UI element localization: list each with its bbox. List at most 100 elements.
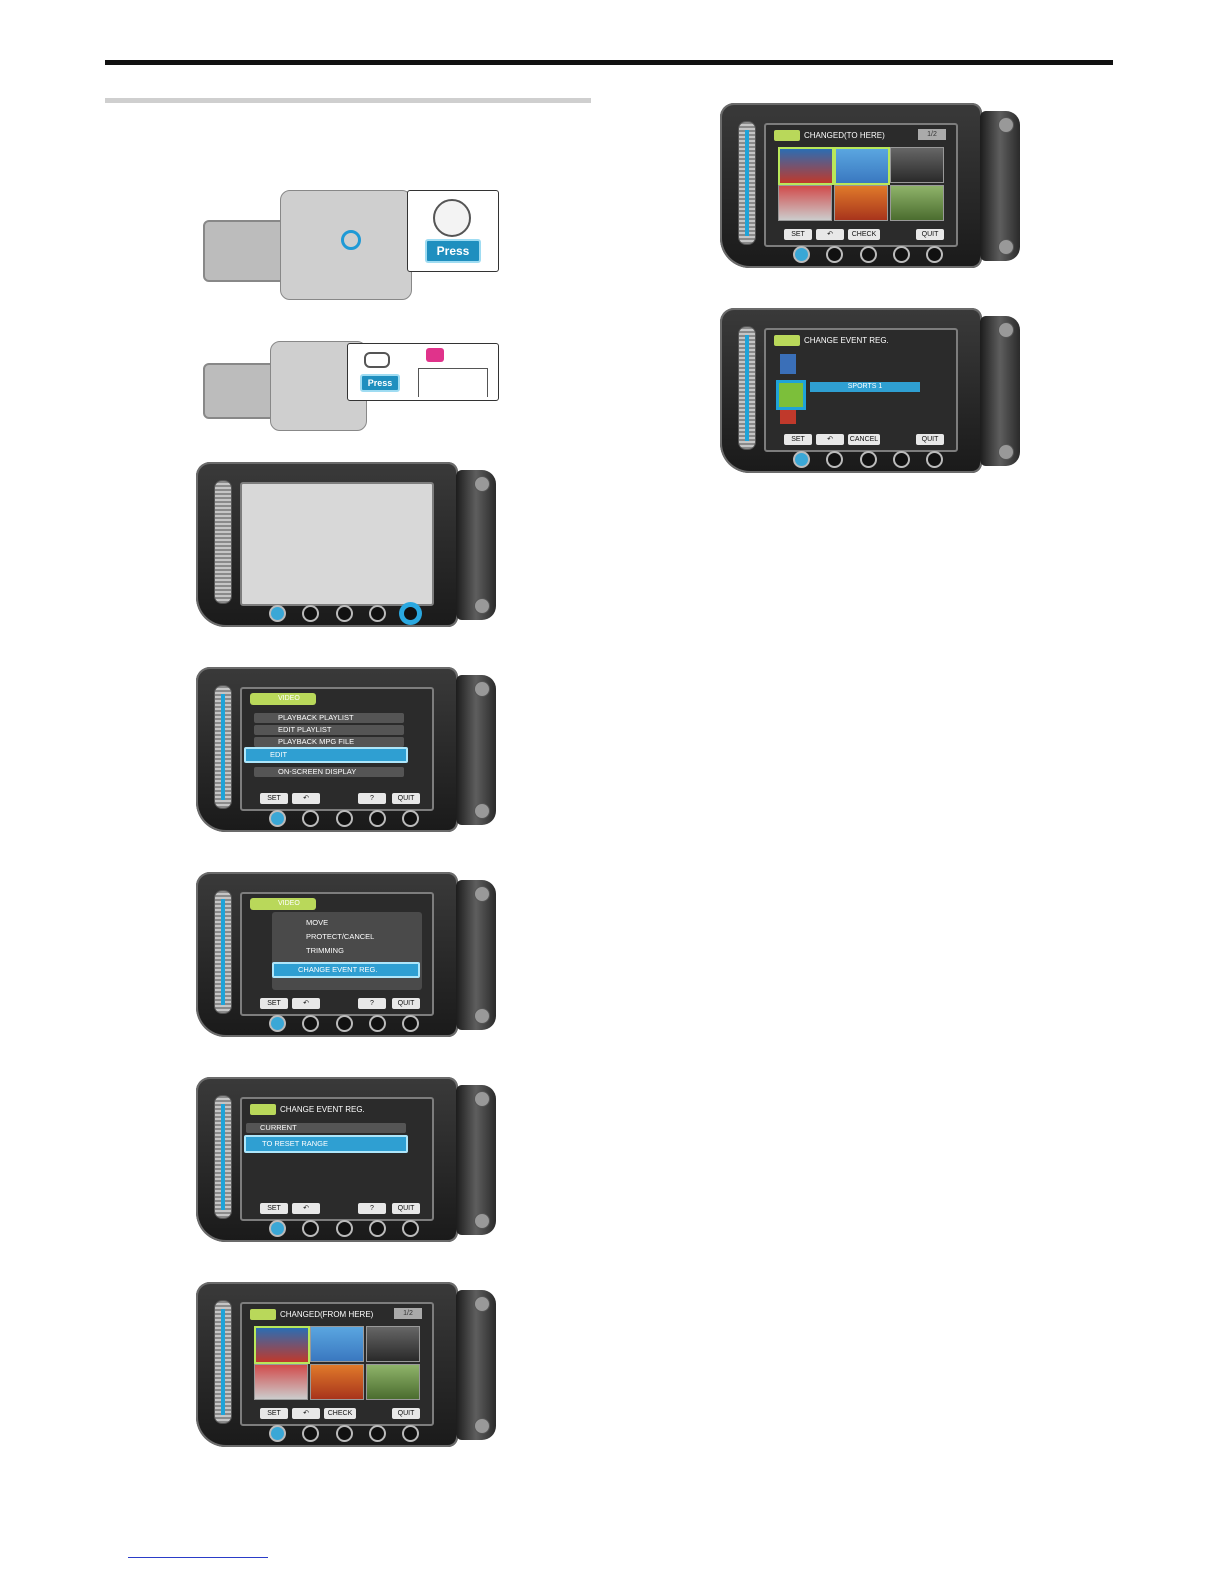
cancel-button[interactable]: CANCEL xyxy=(848,434,880,445)
thumbnail[interactable] xyxy=(778,147,834,185)
set-button[interactable]: SET xyxy=(260,1203,288,1214)
lcd-screen: CHANGED(FROM HERE) 1/2 SET ↶ CHECK QUIT xyxy=(240,1302,434,1426)
hw-button-2[interactable] xyxy=(826,451,843,468)
menu-button[interactable] xyxy=(402,1220,419,1237)
back-button[interactable]: ↶ xyxy=(816,434,844,445)
option-current[interactable]: CURRENT xyxy=(246,1123,406,1133)
back-button[interactable]: ↶ xyxy=(292,998,320,1009)
thumbnail[interactable] xyxy=(254,1326,310,1364)
screen-title: CHANGED(TO HERE) xyxy=(774,129,885,142)
check-button[interactable]: CHECK xyxy=(324,1408,356,1419)
quit-button[interactable]: QUIT xyxy=(916,434,944,445)
ok-button[interactable] xyxy=(793,451,810,468)
thumbnail[interactable] xyxy=(254,1364,308,1400)
set-button[interactable]: SET xyxy=(260,998,288,1009)
option-reset-range[interactable]: TO RESET RANGE xyxy=(244,1135,408,1153)
hw-button-3[interactable] xyxy=(336,1220,353,1237)
ok-button[interactable] xyxy=(269,1425,286,1442)
menu-button[interactable] xyxy=(926,246,943,263)
hw-button-4[interactable] xyxy=(369,1015,386,1032)
touch-slider[interactable] xyxy=(214,1095,232,1219)
hw-button-2[interactable] xyxy=(302,1425,319,1442)
submenu-item[interactable]: PROTECT/CANCEL xyxy=(306,932,375,941)
hw-button-3[interactable] xyxy=(860,451,877,468)
hw-button-3[interactable] xyxy=(336,810,353,827)
hw-button-4[interactable] xyxy=(369,1425,386,1442)
menu-button[interactable] xyxy=(402,810,419,827)
ok-button[interactable] xyxy=(269,605,286,622)
thumbnail[interactable] xyxy=(890,185,944,221)
quit-button[interactable]: QUIT xyxy=(392,1203,420,1214)
thumbnail[interactable] xyxy=(778,185,832,221)
set-button[interactable]: SET xyxy=(260,1408,288,1419)
help-button[interactable]: ? xyxy=(358,998,386,1009)
hw-button-3[interactable] xyxy=(336,605,353,622)
hw-button-2[interactable] xyxy=(302,605,319,622)
menu-button[interactable] xyxy=(402,605,419,622)
hw-button-4[interactable] xyxy=(369,810,386,827)
thumbnail[interactable] xyxy=(366,1364,420,1400)
set-button[interactable]: SET xyxy=(784,229,812,240)
menu-item[interactable]: PLAYBACK PLAYLIST xyxy=(254,713,404,723)
touch-slider[interactable] xyxy=(214,480,232,604)
back-button[interactable]: ↶ xyxy=(816,229,844,240)
hw-button-4[interactable] xyxy=(369,605,386,622)
ok-button[interactable] xyxy=(269,1220,286,1237)
help-button[interactable]: ? xyxy=(358,1203,386,1214)
press-label: Press xyxy=(425,239,481,263)
back-button[interactable]: ↶ xyxy=(292,1203,320,1214)
event-icon-selected[interactable] xyxy=(776,380,806,410)
set-button[interactable]: SET xyxy=(260,793,288,804)
touch-slider[interactable] xyxy=(738,121,756,245)
hw-button-3[interactable] xyxy=(336,1425,353,1442)
hw-button-2[interactable] xyxy=(302,1015,319,1032)
hw-button-2[interactable] xyxy=(302,1220,319,1237)
thumbnail[interactable] xyxy=(890,147,944,183)
back-button[interactable]: ↶ xyxy=(292,1408,320,1419)
page-link-underline[interactable] xyxy=(128,1557,268,1558)
submenu-item[interactable]: MOVE xyxy=(306,918,329,927)
ok-button[interactable] xyxy=(269,810,286,827)
touch-slider[interactable] xyxy=(738,326,756,450)
thumbnail[interactable] xyxy=(310,1364,364,1400)
submenu-item[interactable]: TRIMMING xyxy=(306,946,344,955)
event-icon-down[interactable] xyxy=(780,410,796,424)
touch-slider[interactable] xyxy=(214,1300,232,1424)
quit-button[interactable]: QUIT xyxy=(392,998,420,1009)
lcd-video-menu: VIDEO PLAYBACK PLAYLIST EDIT PLAYLIST PL… xyxy=(196,667,496,832)
hw-button-3[interactable] xyxy=(860,246,877,263)
thumbnail[interactable] xyxy=(834,185,888,221)
menu-item-selected[interactable]: EDIT xyxy=(244,747,408,763)
set-button[interactable]: SET xyxy=(784,434,812,445)
quit-button[interactable]: QUIT xyxy=(392,1408,420,1419)
hw-button-4[interactable] xyxy=(369,1220,386,1237)
hw-button-4[interactable] xyxy=(893,246,910,263)
page-indicator: 1/2 xyxy=(394,1308,422,1319)
touch-slider[interactable] xyxy=(214,685,232,809)
ok-button[interactable] xyxy=(793,246,810,263)
hw-button-2[interactable] xyxy=(826,246,843,263)
check-button[interactable]: CHECK xyxy=(848,229,880,240)
hw-button-3[interactable] xyxy=(336,1015,353,1032)
menu-item[interactable]: ON-SCREEN DISPLAY xyxy=(254,767,404,777)
menu-item[interactable]: PLAYBACK MPG FILE xyxy=(254,737,404,747)
back-button[interactable]: ↶ xyxy=(292,793,320,804)
menu-button[interactable] xyxy=(402,1425,419,1442)
quit-button[interactable]: QUIT xyxy=(392,793,420,804)
event-icon-up[interactable] xyxy=(780,354,796,374)
touch-slider[interactable] xyxy=(214,890,232,1014)
quit-button[interactable]: QUIT xyxy=(916,229,944,240)
thumbnail[interactable] xyxy=(366,1326,420,1362)
lcd-change-event: CHANGE EVENT REG. CURRENT TO RESET RANGE… xyxy=(196,1077,496,1242)
hw-button-4[interactable] xyxy=(893,451,910,468)
submenu-item-selected[interactable]: CHANGE EVENT REG. xyxy=(272,962,420,978)
thumbnail[interactable] xyxy=(310,1326,364,1362)
help-button[interactable]: ? xyxy=(358,793,386,804)
menu-item[interactable]: EDIT PLAYLIST xyxy=(254,725,404,735)
menu-button[interactable] xyxy=(926,451,943,468)
menu-button[interactable] xyxy=(402,1015,419,1032)
thumbnail[interactable] xyxy=(834,147,890,185)
ok-button[interactable] xyxy=(269,1015,286,1032)
press-label: Press xyxy=(360,374,400,392)
hw-button-2[interactable] xyxy=(302,810,319,827)
